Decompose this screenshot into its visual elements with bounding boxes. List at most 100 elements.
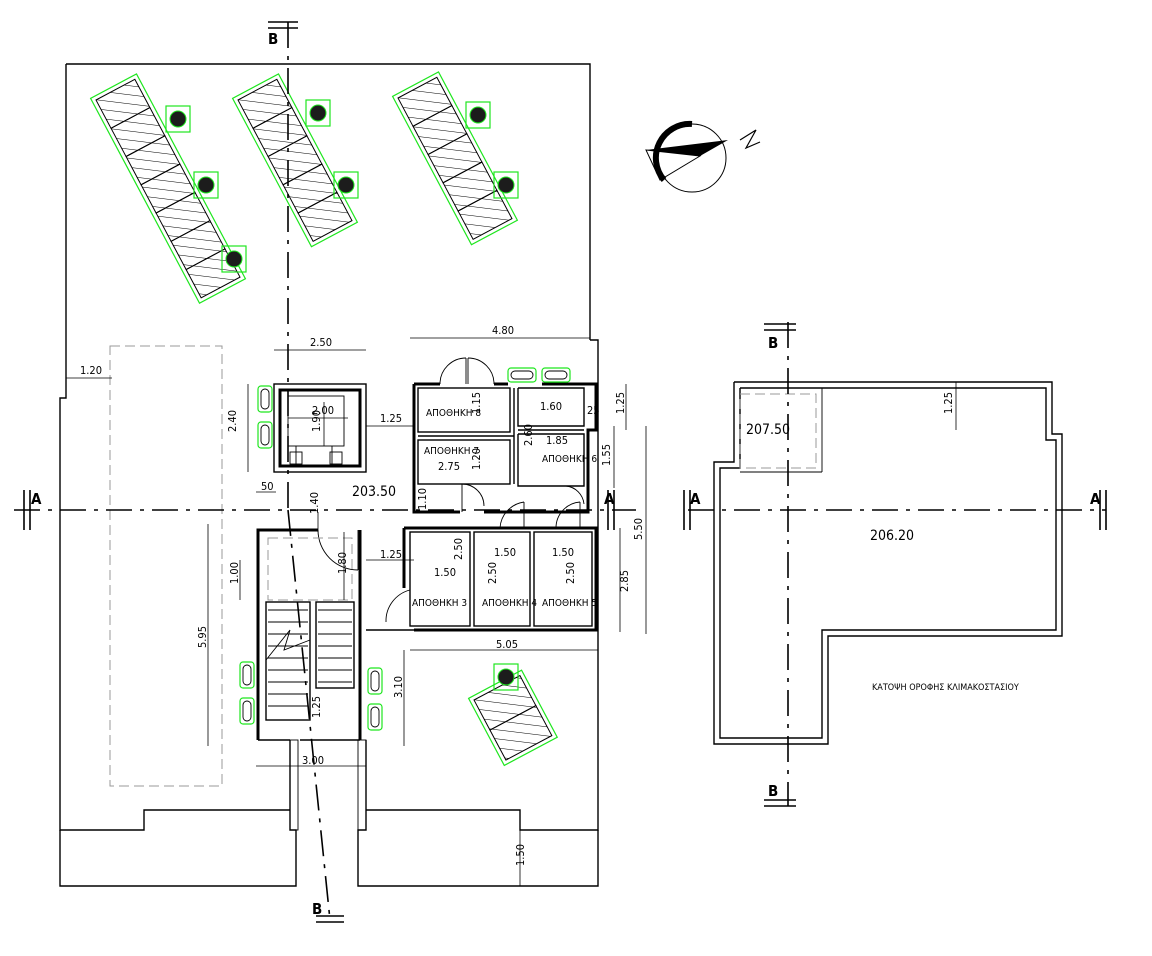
- water-heater-icon: [193, 171, 219, 199]
- ac-unit-icon: [239, 697, 255, 725]
- dim-2-50-d: 2.50: [564, 562, 577, 584]
- solar-array-frame: [391, 71, 519, 246]
- ac-unit-inner: [370, 706, 380, 728]
- water-heater-icon: [493, 171, 519, 199]
- ac-unit-icon: [257, 385, 273, 413]
- main-roof-outline: [59, 63, 599, 887]
- section-label-b-right-bottom: B: [768, 782, 778, 800]
- dim-2-50-c: 2.50: [486, 562, 499, 584]
- stairwell: [256, 528, 362, 741]
- hidden-outline-left: [109, 345, 223, 787]
- dim-2-75: 2.75: [438, 460, 460, 473]
- solar-array-frame: [89, 73, 247, 305]
- ac-unit-inner: [242, 664, 252, 686]
- solar-panel-array: [467, 669, 559, 767]
- ac-unit-icon: [507, 367, 537, 383]
- dim-1-50-b: 1.50: [552, 546, 574, 559]
- section-label-a-right-end: A: [1090, 490, 1101, 508]
- dimension-lines: [66, 337, 957, 886]
- section-label-b-top: B: [268, 30, 278, 48]
- dim-1-25-c: 1.25: [380, 548, 402, 561]
- dim-1-85: 1.85: [546, 434, 568, 447]
- ac-unit-inner: [260, 424, 270, 446]
- ac-unit-inner: [370, 670, 380, 692]
- dim-1-15: 1.15: [470, 392, 483, 414]
- room-storage-4: ΑΠΟΘΗΚΗ 4: [482, 598, 537, 609]
- solar-panel: [457, 189, 513, 240]
- ac-unit-inner: [544, 370, 568, 380]
- water-heater-icon: [305, 99, 331, 127]
- dim-1-50-d: 1.50: [514, 844, 527, 866]
- dim-2-00: 2.00: [312, 404, 334, 417]
- water-heater-icon: [221, 245, 247, 273]
- dim-3-00: 3.00: [302, 754, 324, 767]
- dim-2-50: 2.50: [310, 336, 332, 349]
- dim-4-80: 4.80: [492, 324, 514, 337]
- dim-1-25-e: 1.25: [942, 392, 955, 414]
- ac-unit-inner: [510, 370, 534, 380]
- water-heater-tank: [197, 176, 215, 194]
- dim-2-85: 2.85: [618, 570, 631, 592]
- dim-1-25-b: 1.25: [614, 392, 627, 414]
- ac-units: [165, 99, 571, 731]
- dim-1-50-a: 1.50: [494, 546, 516, 559]
- solar-panel-array: [89, 73, 247, 305]
- section-label-a-right-start: A: [690, 490, 701, 508]
- stair-roof-plan: [713, 381, 1063, 745]
- water-heater-tank: [337, 176, 355, 194]
- ac-unit-icon: [367, 667, 383, 695]
- room-storage-3: ΑΠΟΘΗΚΗ 3: [412, 598, 467, 609]
- elevator-shaft: [273, 383, 367, 473]
- water-heater-icon: [493, 663, 519, 691]
- dim-1-25-d: 1.25: [310, 696, 323, 718]
- ac-unit-icon: [541, 367, 571, 383]
- dim-5-05: 5.05: [496, 638, 518, 651]
- solar-panel: [489, 704, 553, 761]
- dim-1-60: 1.60: [540, 400, 562, 413]
- section-label-a-mid: A: [604, 490, 615, 508]
- dim-3-10: 3.10: [392, 676, 405, 698]
- dim-1-10: 1.10: [416, 488, 429, 510]
- dim-25: 25: [587, 404, 600, 417]
- stair-steps: [268, 609, 352, 707]
- dim-1-50-c: 1.50: [434, 566, 456, 579]
- dim-1-80: 1.80: [336, 552, 349, 574]
- elevation-stair-roof: 206.20: [870, 528, 914, 544]
- water-heater-icon: [333, 171, 359, 199]
- dim-50: 50: [261, 480, 274, 493]
- room-storage-8: ΑΠΟΘΗΚΗ 8: [426, 408, 481, 419]
- dim-2-40: 2.40: [226, 410, 239, 432]
- plan-caption: ΚΑΤΟΨΗ ΟΡΟΦΗΣ ΚΛΙΜΑΚΟΣΤΑΣΙΟΥ: [872, 683, 1019, 693]
- solar-panel: [297, 191, 353, 242]
- dim-5-50: 5.50: [632, 518, 645, 540]
- storage-upper-block: [412, 357, 598, 514]
- dim-1-20-b: 1.20: [470, 448, 483, 470]
- dim-1-55: 1.55: [600, 444, 613, 466]
- section-label-a-left: A: [31, 490, 42, 508]
- ac-unit-icon: [239, 661, 255, 689]
- ac-unit-icon: [367, 703, 383, 731]
- water-heater-tank: [497, 668, 515, 686]
- water-heater-icon: [165, 105, 191, 133]
- elevation-stair-top: 207.50: [746, 422, 790, 438]
- water-heater-tank: [497, 176, 515, 194]
- dim-1-00: 1.00: [228, 562, 241, 584]
- ac-unit-inner: [260, 388, 270, 410]
- dim-1-25-a: 1.25: [380, 412, 402, 425]
- north-arrow-icon: [645, 120, 761, 193]
- room-storage-7: ΑΠΟΘΗΚΗ 7: [424, 446, 479, 457]
- dim-2-50-b: 2.50: [452, 538, 465, 560]
- room-storage-5: ΑΠΟΘΗΚΗ 5: [542, 598, 597, 609]
- section-label-b-right-top: B: [768, 334, 778, 352]
- dim-1-40: 1.40: [308, 492, 321, 514]
- dimension-labels: 4.80 2.50 1.20 2.40 2.00 1.90 1.25 1.15 …: [80, 324, 955, 866]
- water-heater-tank: [169, 110, 187, 128]
- water-heater-tank: [469, 106, 487, 124]
- storage-lower-block: [366, 501, 598, 632]
- dim-1-90: 1.90: [310, 410, 323, 432]
- water-heater-tank: [225, 250, 243, 268]
- section-axes: [14, 22, 1106, 921]
- elevation-main-roof: 203.50: [352, 484, 396, 500]
- dim-5-95: 5.95: [196, 626, 209, 648]
